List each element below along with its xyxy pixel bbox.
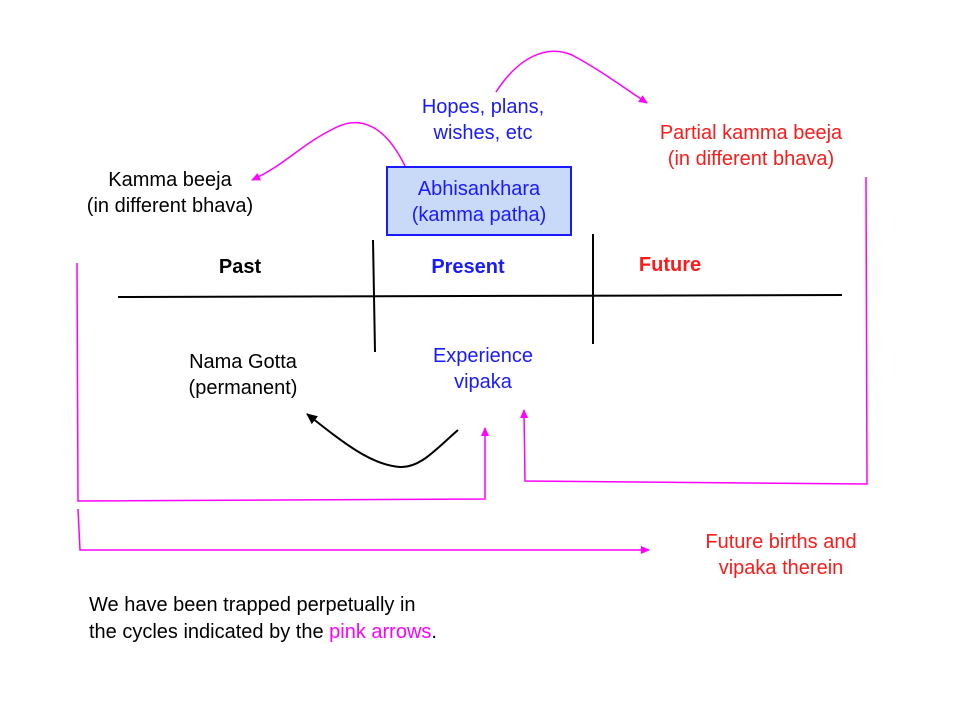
experience-vipaka-label: Experience vipaka xyxy=(408,343,558,395)
future-births-arrow xyxy=(77,508,650,554)
partial-line2: (in different bhava) xyxy=(667,148,835,170)
nama-gotta-label: Nama Gotta (permanent) xyxy=(163,349,323,401)
abhisankhara-line2: (kamma patha) xyxy=(411,204,547,226)
past-present-divider xyxy=(372,239,376,353)
future-births-line1: Future births and xyxy=(705,531,857,553)
nama-gotta-line1: Nama Gotta xyxy=(189,351,297,373)
experience-line1: Experience xyxy=(432,345,534,367)
past-label: Past xyxy=(218,256,262,278)
note-line2-suffix: . xyxy=(431,621,437,643)
note-line2-prefix: the cycles indicated by the xyxy=(89,621,330,643)
kamma-beeja-label: Kamma beeja (in different bhava) xyxy=(52,167,288,219)
note-line2: the cycles indicated by the pink arrows. xyxy=(89,619,437,646)
note-line1: We have been trapped perpetually in xyxy=(89,594,416,616)
kamma-beeja-line2: (in different bhava) xyxy=(86,195,254,217)
future-label: Future xyxy=(638,254,702,276)
partial-line1: Partial kamma beeja xyxy=(659,122,843,144)
abhisankhara-box: Abhisankhara (kamma patha) xyxy=(386,166,572,236)
arc-to-kamma-beeja xyxy=(251,121,406,181)
right-cycle-arrow xyxy=(520,176,868,485)
arc-to-partial-kamma-beeja xyxy=(495,50,648,104)
abhisankhara-line1: Abhisankhara xyxy=(417,178,541,200)
experience-line2: vipaka xyxy=(454,371,512,393)
bottom-note: We have been trapped perpetually in the … xyxy=(89,592,437,646)
timeline-axis xyxy=(117,294,843,298)
kamma-beeja-line1: Kamma beeja xyxy=(108,169,232,191)
note-pink-arrows-highlight: pink arrows xyxy=(329,621,432,643)
hopes-plans-label: Hopes, plans, wishes, etc xyxy=(398,94,568,146)
present-label: Present xyxy=(431,256,505,278)
nama-gotta-line2: (permanent) xyxy=(188,377,298,399)
future-births-line2: vipaka therein xyxy=(718,557,844,579)
future-births-label: Future births and vipaka therein xyxy=(676,529,886,581)
hopes-line1: Hopes, plans, xyxy=(421,96,545,118)
left-cycle-arrow xyxy=(76,262,489,502)
arc-to-nama-gotta xyxy=(306,413,459,469)
hopes-line2: wishes, etc xyxy=(433,122,533,144)
partial-kamma-beeja-label: Partial kamma beeja (in different bhava) xyxy=(628,120,874,172)
